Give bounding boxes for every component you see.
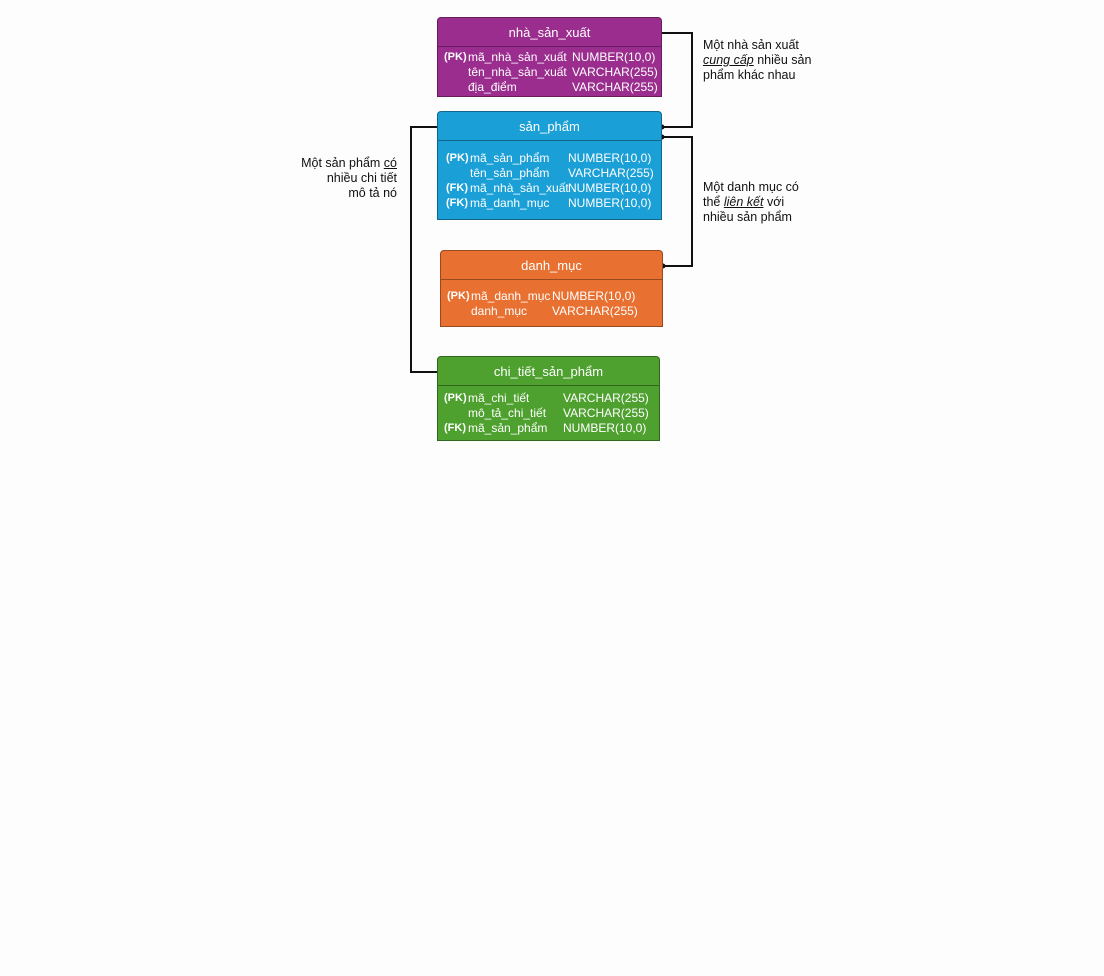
column-name: địa_điểm xyxy=(468,80,517,94)
note-line: phẩm khác nhau xyxy=(703,68,796,82)
column-key: (FK) xyxy=(446,197,468,209)
table-header: nhà_sản_xuất xyxy=(437,17,662,47)
column-row: (PK) mã_chi_tiết VARCHAR(255) xyxy=(444,391,659,406)
column-name: mã_danh_mục xyxy=(470,196,550,210)
note-line: Một nhà sản xuất xyxy=(703,38,799,52)
column-type: NUMBER(10,0) xyxy=(572,50,656,64)
note-emphasis: liên kết xyxy=(723,195,764,209)
note-text: thể xyxy=(703,195,724,209)
note-line: nhiều chi tiết xyxy=(326,171,397,185)
table-danh-muc[interactable]: danh_mục (PK) mã_danh_mục NUMBER(10,0) d… xyxy=(440,250,663,327)
table-chi-tiet-san-pham[interactable]: chi_tiết_sản_phẩm (PK) mã_chi_tiết VARCH… xyxy=(437,356,660,441)
column-row: (FK) mã_nhà_sản_xuất NUMBER(10,0) xyxy=(446,181,661,196)
table-header: chi_tiết_sản_phẩm xyxy=(437,356,660,386)
column-type: VARCHAR(255) xyxy=(563,406,649,420)
column-row: (FK) mã_danh_mục NUMBER(10,0) xyxy=(446,196,661,211)
note-emphasis: cung cấp xyxy=(703,53,754,67)
column-key: (PK) xyxy=(444,51,467,63)
column-key: (FK) xyxy=(444,422,466,434)
note-emphasis: có xyxy=(383,156,397,170)
column-key xyxy=(444,65,468,80)
note-line: thể liên kết với xyxy=(703,195,799,210)
column-key: (PK) xyxy=(447,290,470,302)
column-row: (FK) mã_sản_phẩm NUMBER(10,0) xyxy=(444,421,659,436)
note-line: Một danh mục có xyxy=(703,180,799,194)
column-type: VARCHAR(255) xyxy=(563,391,649,405)
column-row: tên_nhà_sản_xuất VARCHAR(255) xyxy=(444,65,661,80)
column-name: mã_nhà_sản_xuất xyxy=(470,181,569,195)
column-name: mã_chi_tiết xyxy=(468,391,530,405)
table-san-pham[interactable]: sản_phẩm (PK) mã_sản_phẩm NUMBER(10,0) t… xyxy=(437,111,662,220)
note-text: Một sản phẩm xyxy=(301,156,384,170)
column-key xyxy=(444,406,468,421)
note-line: cung cấp nhiều sản xyxy=(703,53,811,68)
column-row: (PK) mã_danh_mục NUMBER(10,0) xyxy=(447,289,662,304)
column-key xyxy=(446,166,470,181)
column-type: NUMBER(10,0) xyxy=(552,289,636,303)
column-name: mã_nhà_sản_xuất xyxy=(468,50,567,64)
column-type: NUMBER(10,0) xyxy=(568,196,652,210)
column-type: VARCHAR(255) xyxy=(572,80,658,94)
note-text: nhiều sản xyxy=(753,53,812,67)
note-line: Một sản phẩm có xyxy=(301,156,397,171)
column-key: (PK) xyxy=(446,152,469,164)
column-name: mã_sản_phẩm xyxy=(470,151,550,165)
column-type: NUMBER(10,0) xyxy=(563,421,647,435)
note-category-products: Một danh mục có thể liên kết với nhiều s… xyxy=(703,180,799,225)
column-key xyxy=(447,304,471,319)
table-body: (PK) mã_danh_mục NUMBER(10,0) danh_mục V… xyxy=(440,280,663,327)
note-text: với xyxy=(763,195,785,209)
column-name: mã_sản_phẩm xyxy=(468,421,548,435)
connector-product-detail xyxy=(410,126,438,373)
column-row: địa_điểm VARCHAR(255) xyxy=(444,80,661,95)
column-name: mô_tả_chi_tiết xyxy=(468,406,547,420)
column-type: VARCHAR(255) xyxy=(572,65,658,79)
note-line: nhiều sản phẩm xyxy=(703,210,792,224)
note-manufacturer-products: Một nhà sản xuất cung cấp nhiều sản phẩm… xyxy=(703,38,811,83)
table-body: (PK) mã_nhà_sản_xuất NUMBER(10,0) tên_nh… xyxy=(437,47,662,97)
column-row: danh_mục VARCHAR(255) xyxy=(447,304,662,319)
column-name: tên_sản_phẩm xyxy=(470,166,550,180)
column-key: (PK) xyxy=(444,392,467,404)
table-body: (PK) mã_chi_tiết VARCHAR(255) mô_tả_chi_… xyxy=(437,386,660,441)
connector-product-category xyxy=(662,136,693,267)
table-nha-san-xuat[interactable]: nhà_sản_xuất (PK) mã_nhà_sản_xuất NUMBER… xyxy=(437,17,662,97)
column-name: mã_danh_mục xyxy=(471,289,551,303)
connector-manufacturer-product xyxy=(662,32,693,128)
column-type: NUMBER(10,0) xyxy=(568,151,652,165)
column-name: danh_mục xyxy=(471,304,528,318)
table-header: danh_mục xyxy=(440,250,663,280)
column-key xyxy=(444,80,468,95)
table-body: (PK) mã_sản_phẩm NUMBER(10,0) tên_sản_ph… xyxy=(437,141,662,220)
column-type: NUMBER(10,0) xyxy=(568,181,652,195)
column-key: (FK) xyxy=(446,182,468,194)
table-header: sản_phẩm xyxy=(437,111,662,141)
column-row: (PK) mã_nhà_sản_xuất NUMBER(10,0) xyxy=(444,50,661,65)
column-type: VARCHAR(255) xyxy=(552,304,638,318)
column-type: VARCHAR(255) xyxy=(568,166,654,180)
column-row: (PK) mã_sản_phẩm NUMBER(10,0) xyxy=(446,151,661,166)
note-line: mô tả nó xyxy=(348,186,397,200)
column-row: tên_sản_phẩm VARCHAR(255) xyxy=(446,166,661,181)
column-row: mô_tả_chi_tiết VARCHAR(255) xyxy=(444,406,659,421)
note-product-details: Một sản phẩm có nhiều chi tiết mô tả nó xyxy=(301,156,397,201)
column-name: tên_nhà_sản_xuất xyxy=(468,65,567,79)
